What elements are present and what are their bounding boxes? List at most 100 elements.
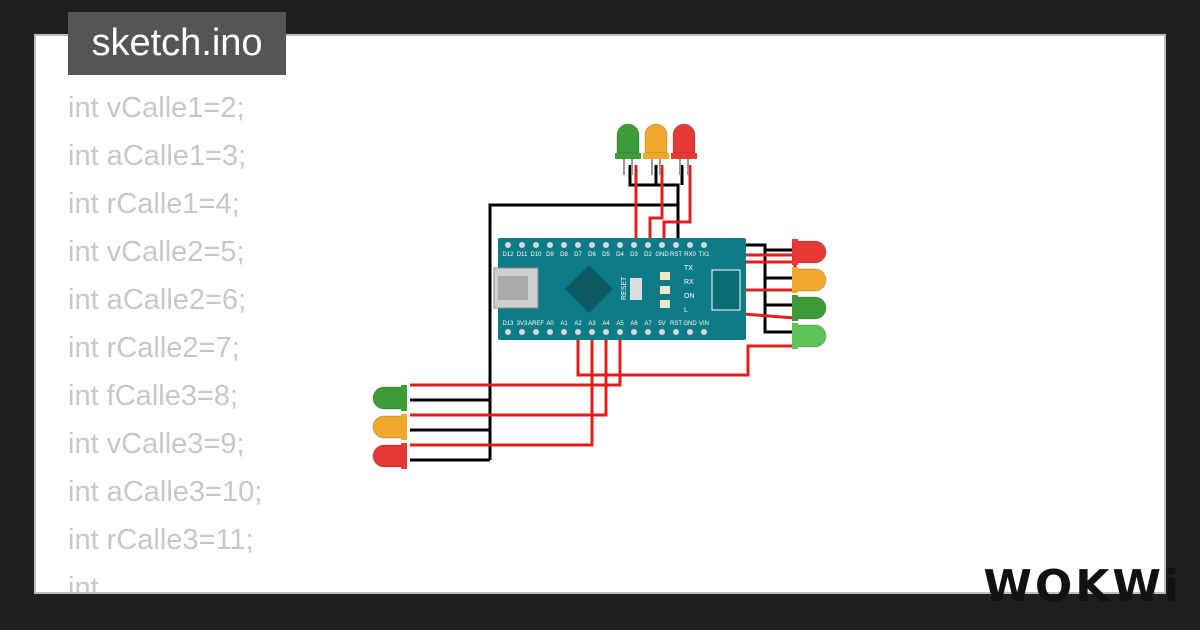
top-led-group [615,123,697,175]
pin-vin[interactable] [701,329,707,335]
pin-gnd[interactable] [687,329,693,335]
led-rim [792,267,798,293]
pin-a2[interactable] [575,329,581,335]
tx-label: TX [684,265,693,272]
code-line: int vCalle2=5; [68,236,245,268]
on-label: ON [684,293,695,300]
status-led-icon [660,300,670,308]
pin-label: A1 [560,321,568,327]
pin-label: D9 [546,252,554,258]
pin-d3[interactable] [631,242,637,248]
right-led-group [792,239,827,349]
pin-rst[interactable] [673,242,679,248]
sketch-filename-tab[interactable]: sketch.ino [68,12,286,75]
pin-label: D6 [588,252,596,258]
pin-rst[interactable] [673,329,679,335]
pin-gnd[interactable] [659,242,665,248]
pin-label: RST [670,252,682,258]
pin-label: GND [655,252,669,258]
pin-label: A6 [630,321,638,327]
pin-d5[interactable] [603,242,609,248]
code-line: int aCalle2=6; [68,284,247,316]
code-line: int rCalle3=11; [68,524,254,556]
led-rim [401,443,407,469]
code-line: int rCalle1=4; [68,188,240,220]
pin-tx1[interactable] [701,242,707,248]
pin-label: A5 [616,321,624,327]
pin-label: D11 [517,252,528,258]
green-led-icon[interactable] [796,296,827,320]
pin-a1[interactable] [561,329,567,335]
pin-label: GND [683,321,697,327]
pin-d10[interactable] [533,242,539,248]
code-line: int vCalle3=9; [68,428,245,460]
wokwi-logo[interactable]: WOKWi [983,561,1182,612]
pin-label: D7 [574,252,582,258]
rx-label: RX [684,279,694,286]
pin-rx0[interactable] [687,242,693,248]
pin-d8[interactable] [561,242,567,248]
pin-3v3[interactable] [519,329,525,335]
pin-label: 3V3 [517,321,528,327]
pin-a0[interactable] [547,329,553,335]
pin-label: D8 [560,252,568,258]
led-rim [401,385,407,411]
pin-label: D12 [502,252,514,258]
pin-label: A0 [546,321,554,327]
pin-label: D3 [630,252,638,258]
code-line: int aCalle1=3; [68,140,247,172]
pin-d6[interactable] [589,242,595,248]
pin-d2[interactable] [645,242,651,248]
pin-a4[interactable] [603,329,609,335]
led-rim [792,295,798,321]
l-label: L [684,307,688,314]
code-line: int ... [68,572,131,594]
led-rim [643,153,669,159]
reset-label: RESET [621,276,628,300]
pin-5v[interactable] [659,329,665,335]
yellow-led-icon[interactable] [372,415,403,439]
pin-a5[interactable] [617,329,623,335]
yellow-led-icon[interactable] [644,123,668,154]
pin-label: TX1 [698,252,710,258]
pin-aref[interactable] [533,329,539,335]
pin-d7[interactable] [575,242,581,248]
board-body [498,238,746,340]
pin-label: A2 [574,321,582,327]
code-line: int fCalle3=8; [68,380,239,412]
green-led-icon[interactable] [372,386,403,410]
red-led-icon[interactable] [796,240,827,264]
reset-button[interactable] [630,278,642,300]
pin-d4[interactable] [617,242,623,248]
pin-label: A7 [644,321,652,327]
pin-label: AREF [528,321,544,327]
pin-a3[interactable] [589,329,595,335]
black-wires [410,165,795,462]
light-green-led-icon[interactable] [796,324,827,348]
icsp-header [711,269,741,311]
pin-label: RX0 [684,252,696,258]
pin-d13[interactable] [505,329,511,335]
red-led-icon[interactable] [672,123,696,154]
pin-label: D4 [616,252,624,258]
pin-label: 5V [658,321,665,327]
pin-a7[interactable] [645,329,651,335]
mcu-chip [564,264,614,314]
pin-d9[interactable] [547,242,553,248]
pin-d11[interactable] [519,242,525,248]
status-led-icon [660,272,670,280]
pin-a6[interactable] [631,329,637,335]
yellow-led-icon[interactable] [796,268,827,292]
code-line: int aCalle3=10; [68,476,263,508]
pin-label: D5 [602,252,610,258]
code-line: int rCalle2=7; [68,332,240,364]
pin-label: VIN [699,321,709,327]
red-led-icon[interactable] [372,444,403,468]
led-rim [792,239,798,265]
code-line: int vCalle1=2; [68,92,245,124]
pin-d12[interactable] [505,242,511,248]
green-led-icon[interactable] [616,123,640,154]
